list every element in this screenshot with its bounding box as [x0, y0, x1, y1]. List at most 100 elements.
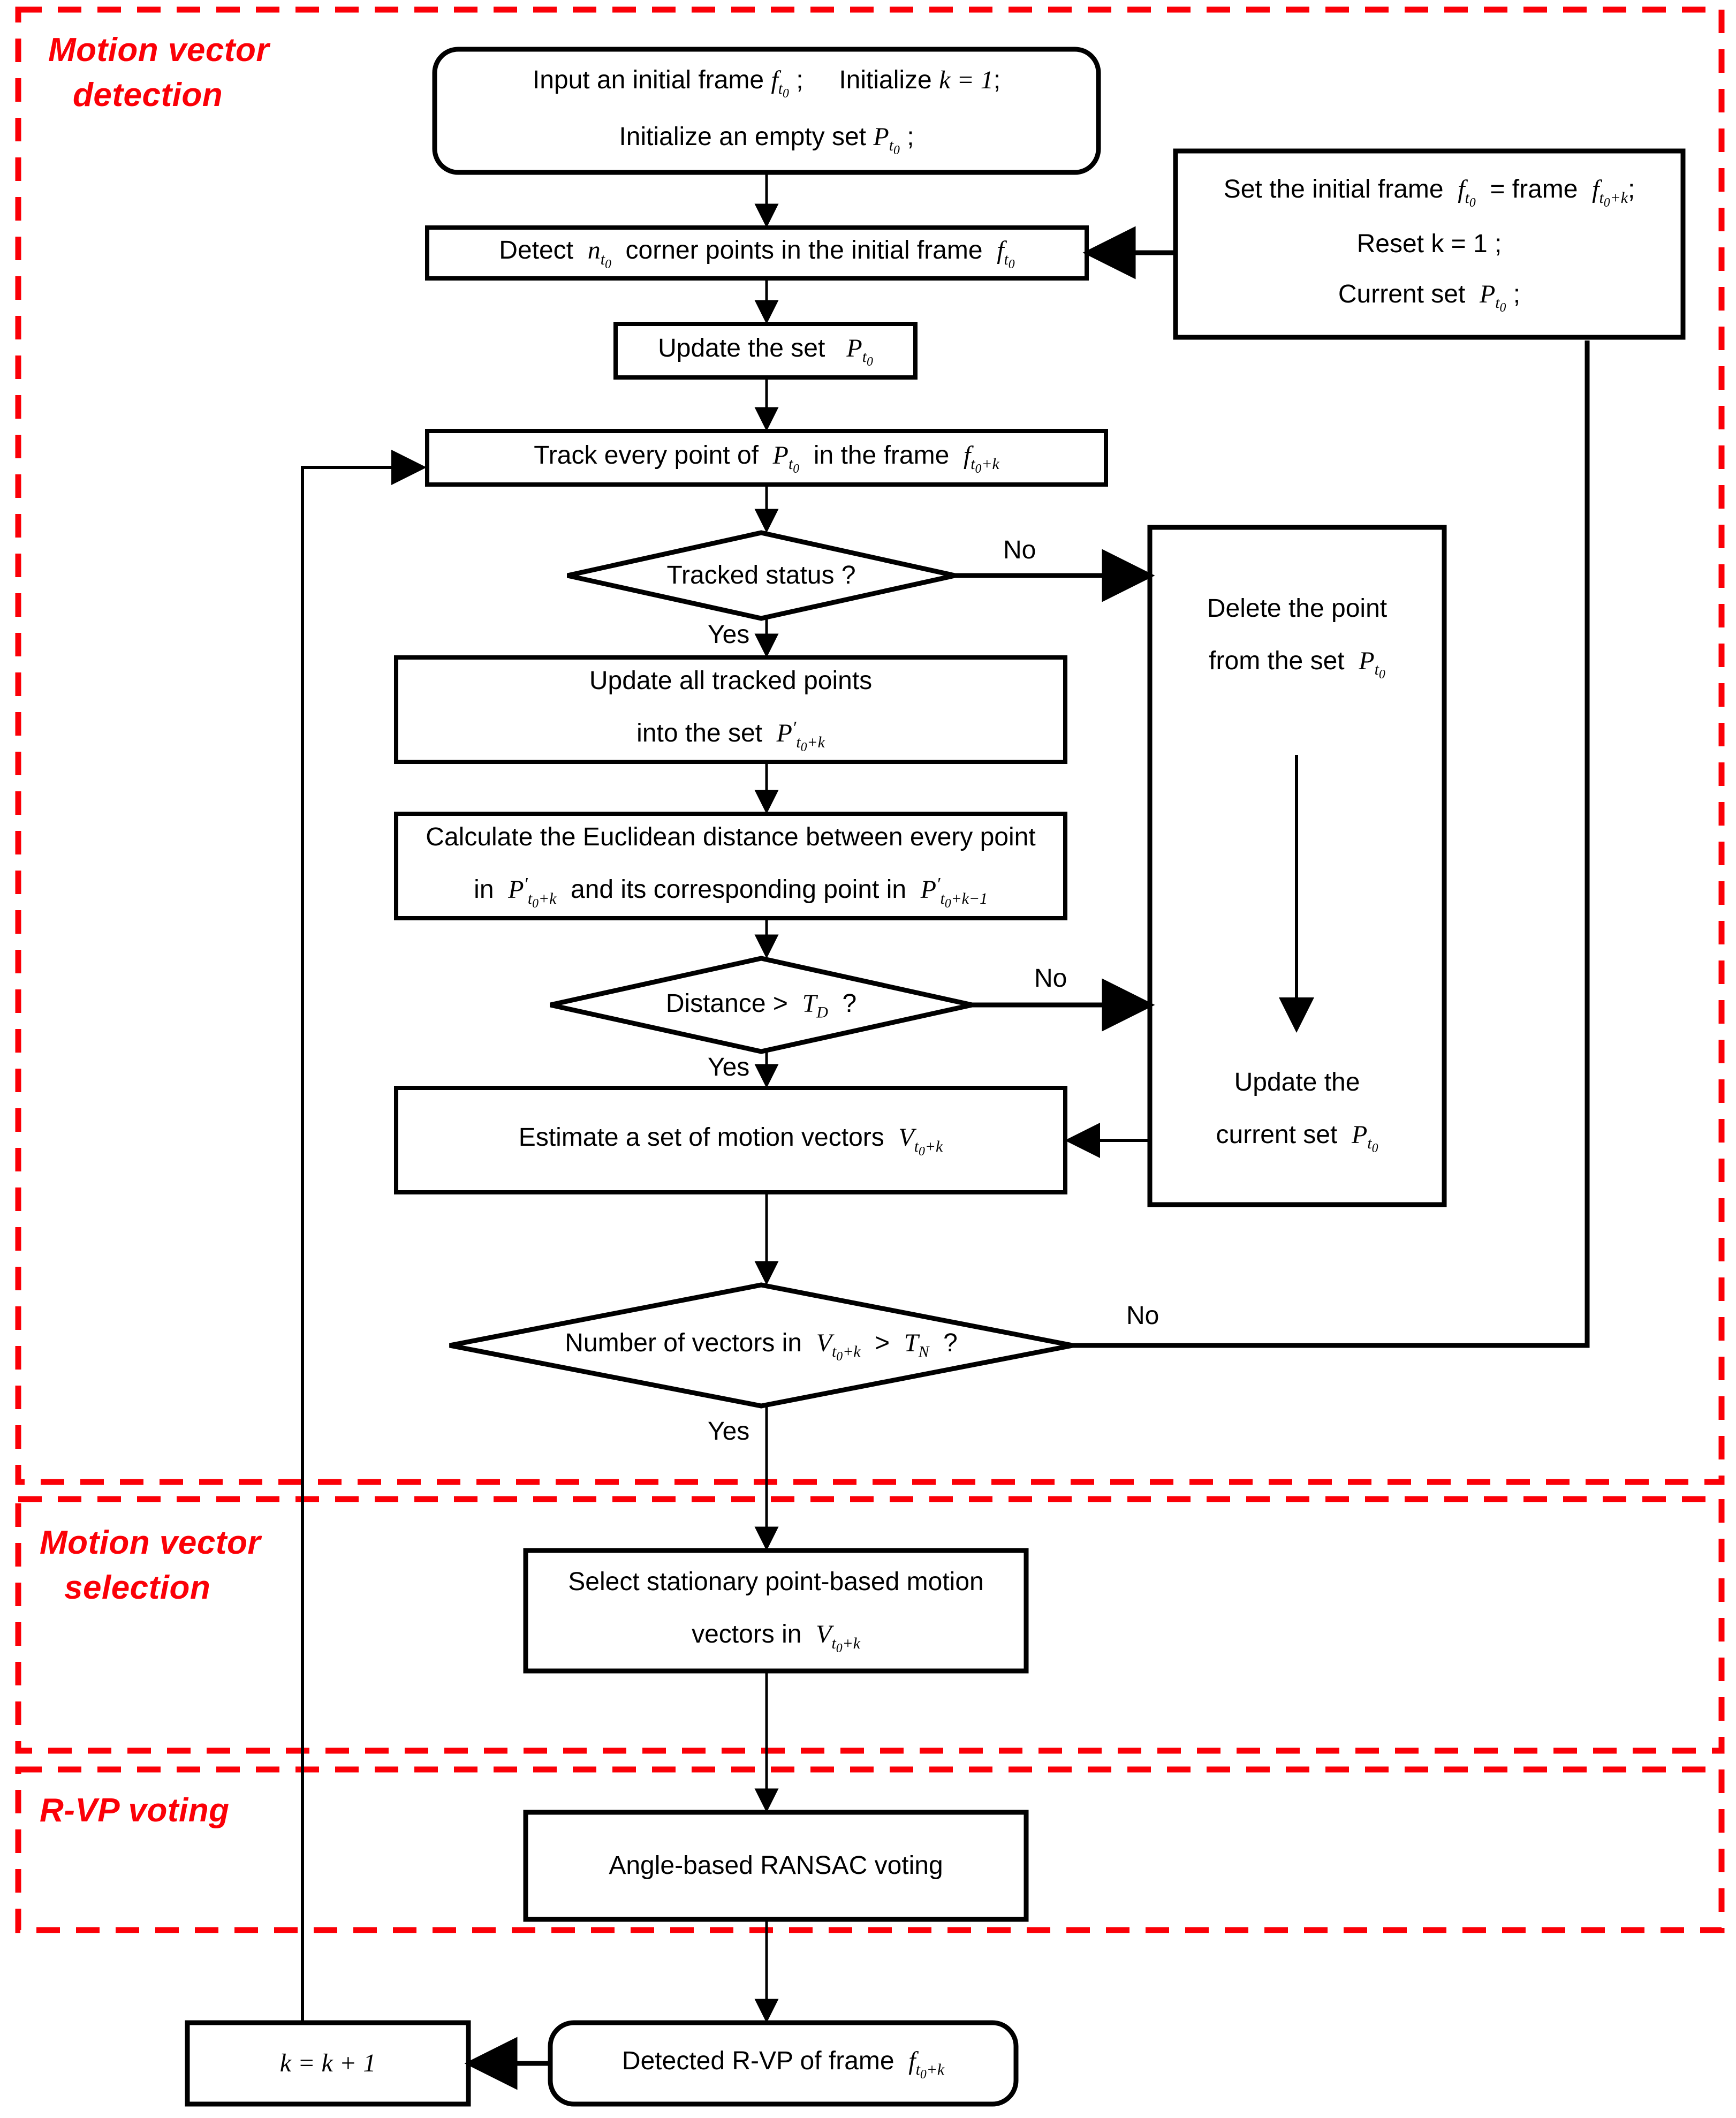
node-delete-point-label: Delete the point from the set Pt0: [1150, 573, 1444, 701]
resetframe-line1-a: Set the initial frame: [1223, 175, 1444, 203]
start-line1-a: Input an initial frame: [532, 65, 764, 94]
estimate-a: Estimate a set of motion vectors: [518, 1123, 884, 1152]
start-f-symbol: f: [771, 65, 778, 94]
deletepoint-line2-a: from the set: [1209, 646, 1345, 675]
euclidean-line1: Calculate the Euclidean distance between…: [426, 823, 1036, 852]
track-f-symbol: f: [963, 441, 971, 470]
detectedrvp-f-symbol: f: [908, 2046, 916, 2075]
start-semicolon-2: ;: [993, 65, 1001, 94]
updatecurrent-p-symbol: P: [1351, 1120, 1368, 1149]
updateset-p-symbol: P: [846, 334, 862, 362]
edge-label-distance-no: No: [1034, 964, 1067, 993]
section-label-line1: Motion vector: [48, 32, 269, 69]
resetframe-line2: Reset k = 1 ;: [1356, 230, 1502, 258]
euclidean-prime1: ′: [524, 874, 528, 895]
detect-n-symbol: n: [587, 236, 601, 265]
track-a: Track every point of: [534, 441, 759, 470]
edge-label-distance-yes: Yes: [708, 1053, 750, 1081]
section-label-motion-vector-detection: Motion vector detection: [48, 28, 269, 117]
node-distance-check-label: Distance > TD ?: [550, 958, 972, 1052]
section-label-line2: detection: [73, 76, 223, 114]
updatecurrent-line1: Update the: [1234, 1068, 1360, 1096]
section-label-line2: selection: [64, 1569, 211, 1606]
updatecurrent-line2-a: current set: [1216, 1120, 1338, 1149]
start-semicolon-1: ;: [796, 65, 803, 94]
node-ransac: [523, 1810, 1029, 1922]
node-estimate-vectors: [394, 1086, 1067, 1194]
node-start-label: Input an initial frame ft0 ; Initialize …: [532, 65, 1001, 158]
updateset-a: Update the set: [658, 334, 825, 362]
euclidean-p1-symbol: P: [508, 875, 524, 904]
ransac-text: Angle-based RANSAC voting: [609, 1851, 943, 1880]
start-semicolon-3: ;: [907, 123, 914, 151]
node-euclidean-label: Calculate the Euclidean distance between…: [396, 814, 1065, 918]
count-q: ?: [943, 1328, 958, 1357]
resetframe-line1-b: = frame: [1490, 175, 1578, 203]
node-detected-rvp-label: Detected R-VP of frame ft0+k: [621, 2046, 945, 2082]
updatetracked-line2-a: into the set: [636, 719, 762, 748]
node-select-stationary-label: Select stationary point-based motion vec…: [526, 1550, 1026, 1671]
resetframe-line3-a: Current set: [1338, 280, 1466, 308]
resetframe-p-symbol: P: [1479, 280, 1496, 308]
section-frames: [15, 6, 1725, 1933]
node-update-set-label: Update the set Pt0: [658, 334, 873, 369]
edge-label-count-no: No: [1126, 1302, 1159, 1330]
node-track-label: Track every point of Pt0 in the frame ft…: [534, 441, 999, 476]
edge-label-count-yes: Yes: [708, 1417, 750, 1446]
count-t-sub: N: [918, 1343, 929, 1361]
deletepoint-p-symbol: P: [1359, 646, 1375, 675]
updatetracked-line1: Update all tracked points: [589, 667, 873, 695]
section-frame-r-vp-voting: [15, 1766, 1725, 1933]
start-p-symbol: P: [873, 123, 889, 151]
edge-incrementk-to-track: [301, 450, 427, 2023]
node-increment-k-label: k = k + 1: [187, 2023, 468, 2104]
distancecheck-t-sub: D: [816, 1003, 828, 1022]
track-p-symbol: P: [772, 441, 789, 470]
detect-f-symbol: f: [997, 236, 1004, 265]
section-frame-motion-vector-selection: [15, 1496, 1725, 1754]
selectstationary-v-symbol: V: [816, 1620, 832, 1649]
edge-count-no: [1073, 341, 1590, 1348]
node-vector-count-check-label: Number of vectors in Vt0+k > TN ?: [565, 1328, 958, 1364]
estimate-v-symbol: V: [898, 1123, 914, 1152]
detect-a: Detect: [499, 236, 574, 265]
resetframe-semicolon-2: ;: [1513, 280, 1521, 308]
node-reset-frame-label: Set the initial frame ft0 = frame ft0+k;…: [1223, 175, 1635, 315]
detect-b: corner points in the initial frame: [625, 236, 983, 265]
selectstationary-line1: Select stationary point-based motion: [568, 1568, 984, 1597]
count-t-symbol: T: [904, 1328, 919, 1357]
euclidean-line2-a: in: [474, 875, 494, 904]
distancecheck-a: Distance >: [665, 989, 788, 1018]
section-label-line1: R-VP voting: [40, 1792, 230, 1829]
edge-label-tracked-no: No: [1003, 536, 1036, 564]
node-detect-label: Detect nt0 corner points in the initial …: [499, 236, 1015, 271]
count-gt: >: [875, 1328, 890, 1357]
updatetracked-p-symbol: P: [776, 719, 792, 748]
trackedstatus-text: Tracked status ?: [666, 561, 856, 589]
incrementk-text: k = k + 1: [279, 2049, 376, 2077]
section-label-motion-vector-selection: Motion vector selection: [40, 1521, 261, 1610]
resetframe-f2-symbol: f: [1592, 175, 1599, 203]
edge-label-tracked-yes: Yes: [708, 621, 750, 649]
track-b: in the frame: [813, 441, 950, 470]
start-k-value: k = 1: [939, 65, 994, 94]
node-tracked-status-label: Tracked status ?: [567, 533, 955, 618]
section-frame-motion-vector-detection: [15, 6, 1725, 1485]
distancecheck-b: ?: [842, 989, 857, 1018]
node-estimate-vectors-label: Estimate a set of motion vectors Vt0+k: [518, 1123, 943, 1159]
selectstationary-line2-a: vectors in: [692, 1620, 802, 1649]
node-update-set: [613, 322, 918, 380]
section-label-line1: Motion vector: [40, 1524, 261, 1561]
section-label-r-vp-voting: R-VP voting: [40, 1788, 230, 1833]
node-ransac-label: Angle-based RANSAC voting: [526, 1812, 1026, 1919]
deletepoint-line1: Delete the point: [1207, 594, 1388, 623]
start-line2-a: Initialize an empty set: [619, 123, 867, 151]
distancecheck-t-symbol: T: [802, 989, 817, 1018]
node-euclidean: [394, 812, 1067, 920]
node-reset-frame: [1173, 148, 1686, 340]
node-update-current-label: Update the current set Pt0: [1150, 1047, 1444, 1175]
euclidean-p2-symbol: P: [920, 875, 937, 904]
updatetracked-prime: ′: [792, 718, 797, 738]
